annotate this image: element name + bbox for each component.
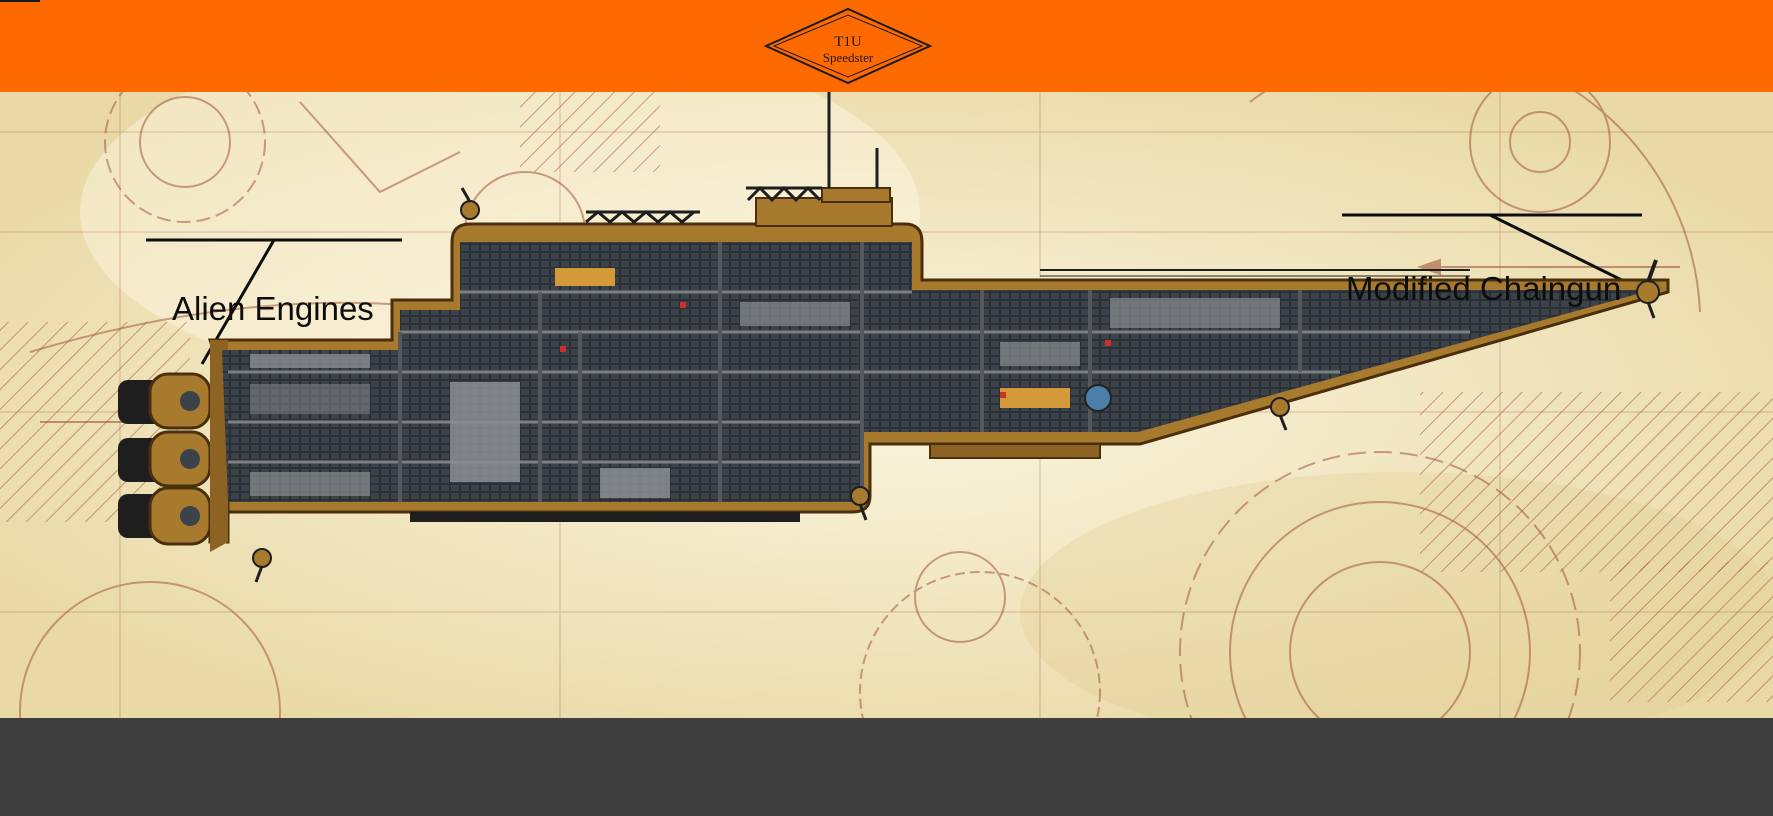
modified-chaingun [1636,259,1660,319]
corner-mark [0,0,40,2]
blueprint-background: Alien Engines Modified Chaingun [0,92,1773,718]
logo-line2: Speedster [823,50,874,65]
footer-bar [0,718,1773,816]
alien-engines-label: Alien Engines [172,290,374,327]
blueprint-sketch [0,92,1773,718]
modified-chaingun-label: Modified Chaingun [1346,270,1622,307]
speedster-logo: T1U Speedster [763,7,933,85]
header-bar: T1U Speedster [0,0,1773,92]
alien-engines [118,372,212,546]
logo-line1: T1U [834,34,862,50]
ship-hull [118,92,1670,583]
